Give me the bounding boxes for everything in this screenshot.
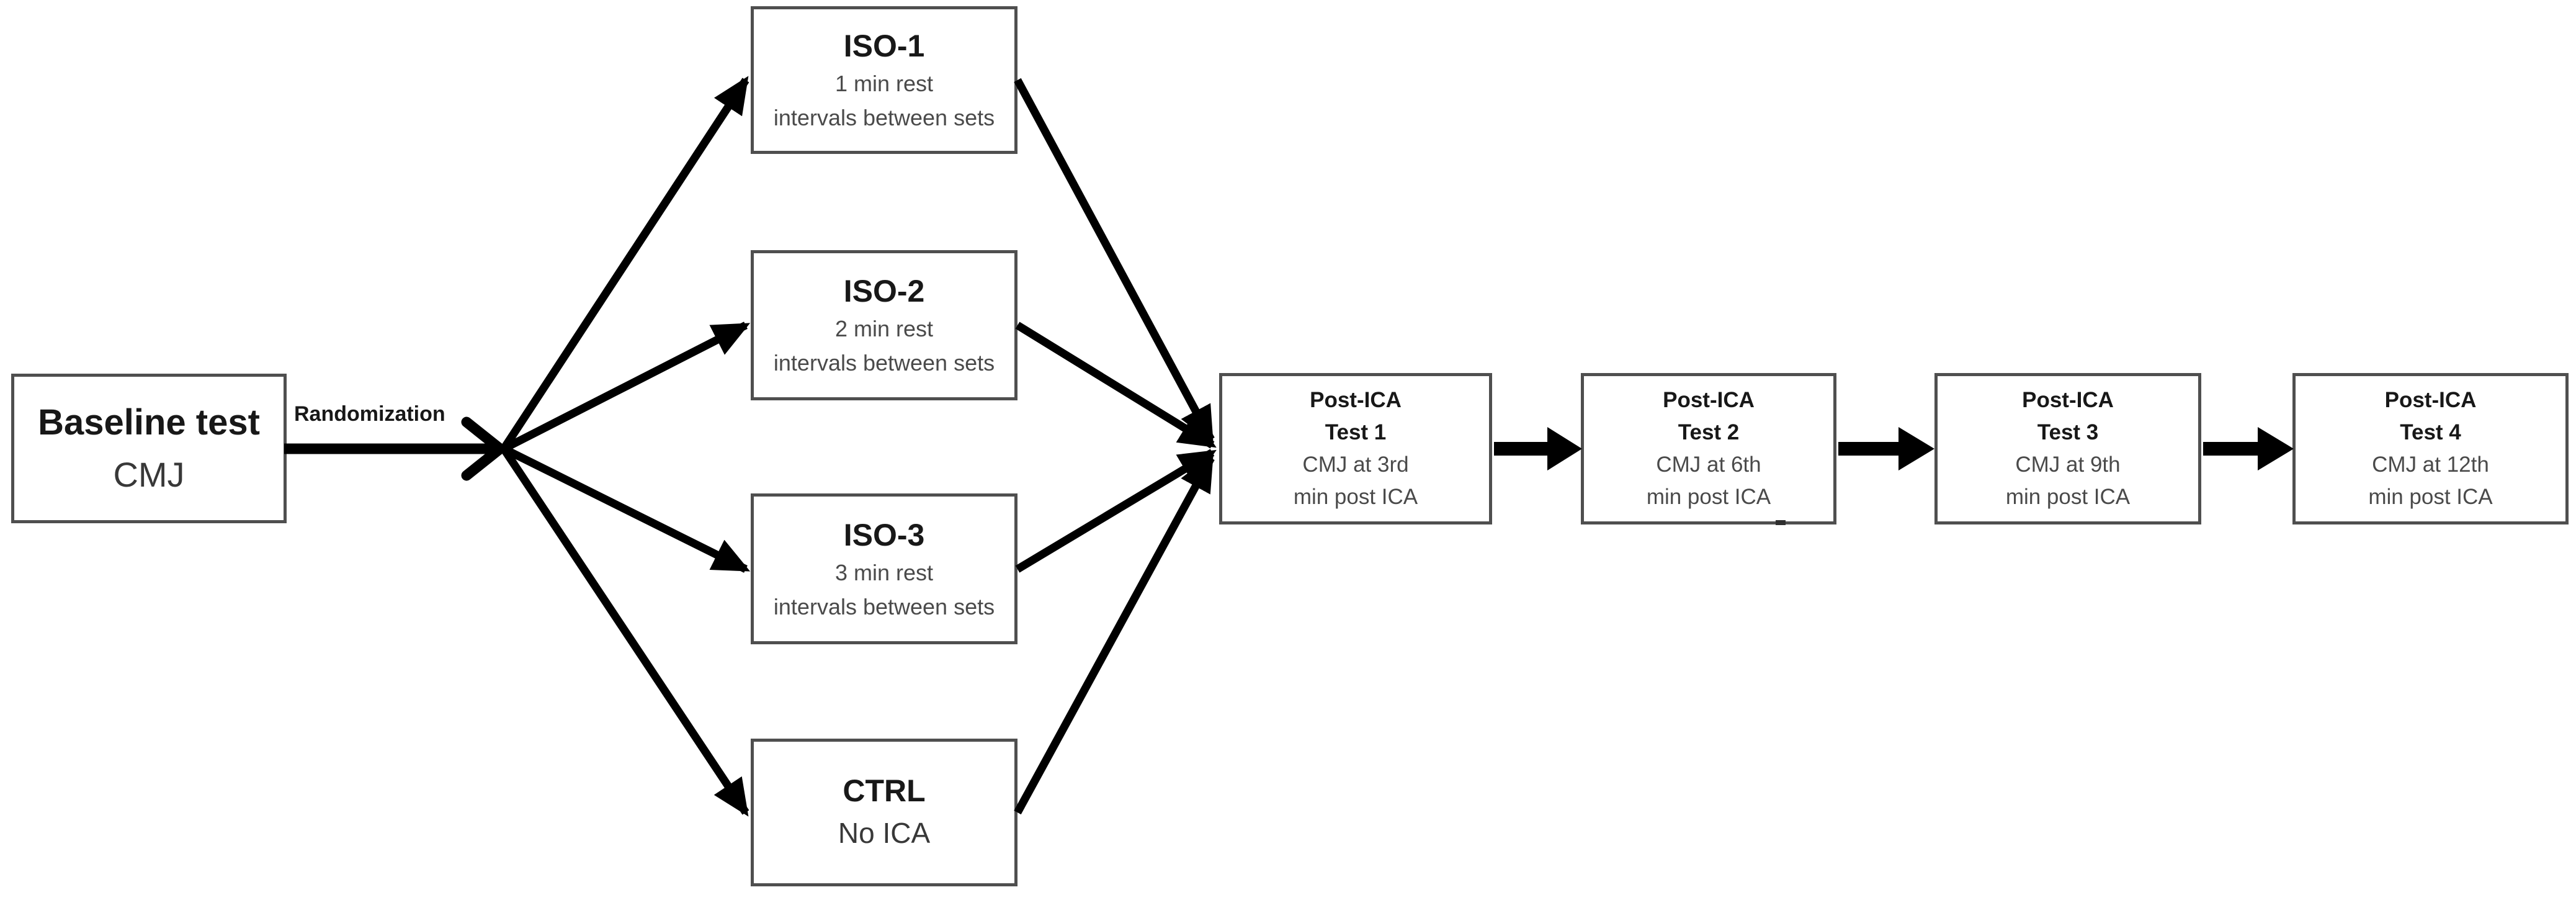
condition-line: No ICA [838, 817, 931, 849]
condition-line: 3 min rest [834, 559, 934, 585]
test-title-line-1: Post-ICA [1310, 388, 1402, 412]
test-title-line-2: Test 4 [2400, 420, 2461, 444]
post-ica-test-2-box: Post-ICA Test 2 CMJ at 6th min post ICA [1581, 373, 1836, 524]
randomization-arrow [284, 416, 506, 481]
merge-arrow-iso-3 [1015, 449, 1217, 573]
test-body-line-2: min post ICA [1646, 485, 1771, 509]
sequence-arrow-test3-test4 [2203, 427, 2294, 470]
test-body-line-1: CMJ at 9th [2015, 452, 2121, 477]
merge-arrow-ctrl [1014, 453, 1215, 815]
baseline-test-subtitle: CMJ [113, 454, 185, 494]
condition-line: 1 min rest [834, 71, 934, 96]
post-ica-test-3-box: Post-ICA Test 3 CMJ at 9th min post ICA [1934, 373, 2201, 524]
condition-title: CTRL [843, 773, 926, 808]
test-body-line-2: min post ICA [2368, 485, 2493, 509]
condition-box-ctrl: CTRL No ICA [751, 739, 1017, 886]
stray-mark [1776, 520, 1786, 525]
condition-title: ISO-1 [843, 29, 925, 63]
condition-box-iso-3: ISO-3 3 min rest intervals between sets [751, 493, 1017, 644]
test-body-line-1: CMJ at 12th [2372, 452, 2489, 477]
condition-box-iso-2: ISO-2 2 min rest intervals between sets [751, 250, 1017, 400]
post-ica-test-1-box: Post-ICA Test 1 CMJ at 3rd min post ICA [1219, 373, 1492, 524]
condition-title: ISO-3 [843, 517, 925, 552]
test-title-line-1: Post-ICA [2384, 388, 2477, 412]
condition-line: intervals between sets [773, 105, 995, 130]
baseline-test-title: Baseline test [38, 402, 260, 443]
test-body-line-2: min post ICA [2005, 485, 2131, 509]
baseline-test-box: Baseline test CMJ [11, 374, 287, 523]
branch-arrow-iso-3 [502, 445, 751, 573]
test-body-line-1: CMJ at 3rd [1302, 452, 1409, 477]
post-ica-test-4-box: Post-ICA Test 4 CMJ at 12th min post ICA [2292, 373, 2569, 524]
branch-arrow-ctrl [500, 446, 749, 817]
sequence-arrow-test2-test3 [1838, 427, 1934, 470]
condition-box-iso-1: ISO-1 1 min rest intervals between sets [751, 6, 1017, 154]
randomization-label: Randomization [294, 402, 445, 426]
test-body-line-1: CMJ at 6th [1656, 452, 1761, 477]
test-title-line-1: Post-ICA [1663, 388, 1755, 412]
merge-arrow-iso-1 [1014, 78, 1215, 444]
test-title-line-1: Post-ICA [2022, 388, 2114, 412]
test-title-line-2: Test 1 [1325, 420, 1387, 444]
condition-title: ISO-2 [843, 274, 925, 308]
condition-line: 2 min rest [834, 316, 934, 341]
sequence-arrow-test1-test2 [1494, 427, 1582, 470]
test-body-line-2: min post ICA [1293, 485, 1418, 509]
merge-arrow-iso-2 [1015, 322, 1217, 449]
condition-line: intervals between sets [773, 593, 995, 619]
branch-arrow-iso-1 [500, 76, 749, 451]
test-title-line-2: Test 3 [2037, 420, 2099, 444]
test-title-line-2: Test 2 [1678, 420, 1740, 444]
condition-line: intervals between sets [773, 350, 995, 376]
branch-arrow-iso-2 [502, 322, 751, 452]
